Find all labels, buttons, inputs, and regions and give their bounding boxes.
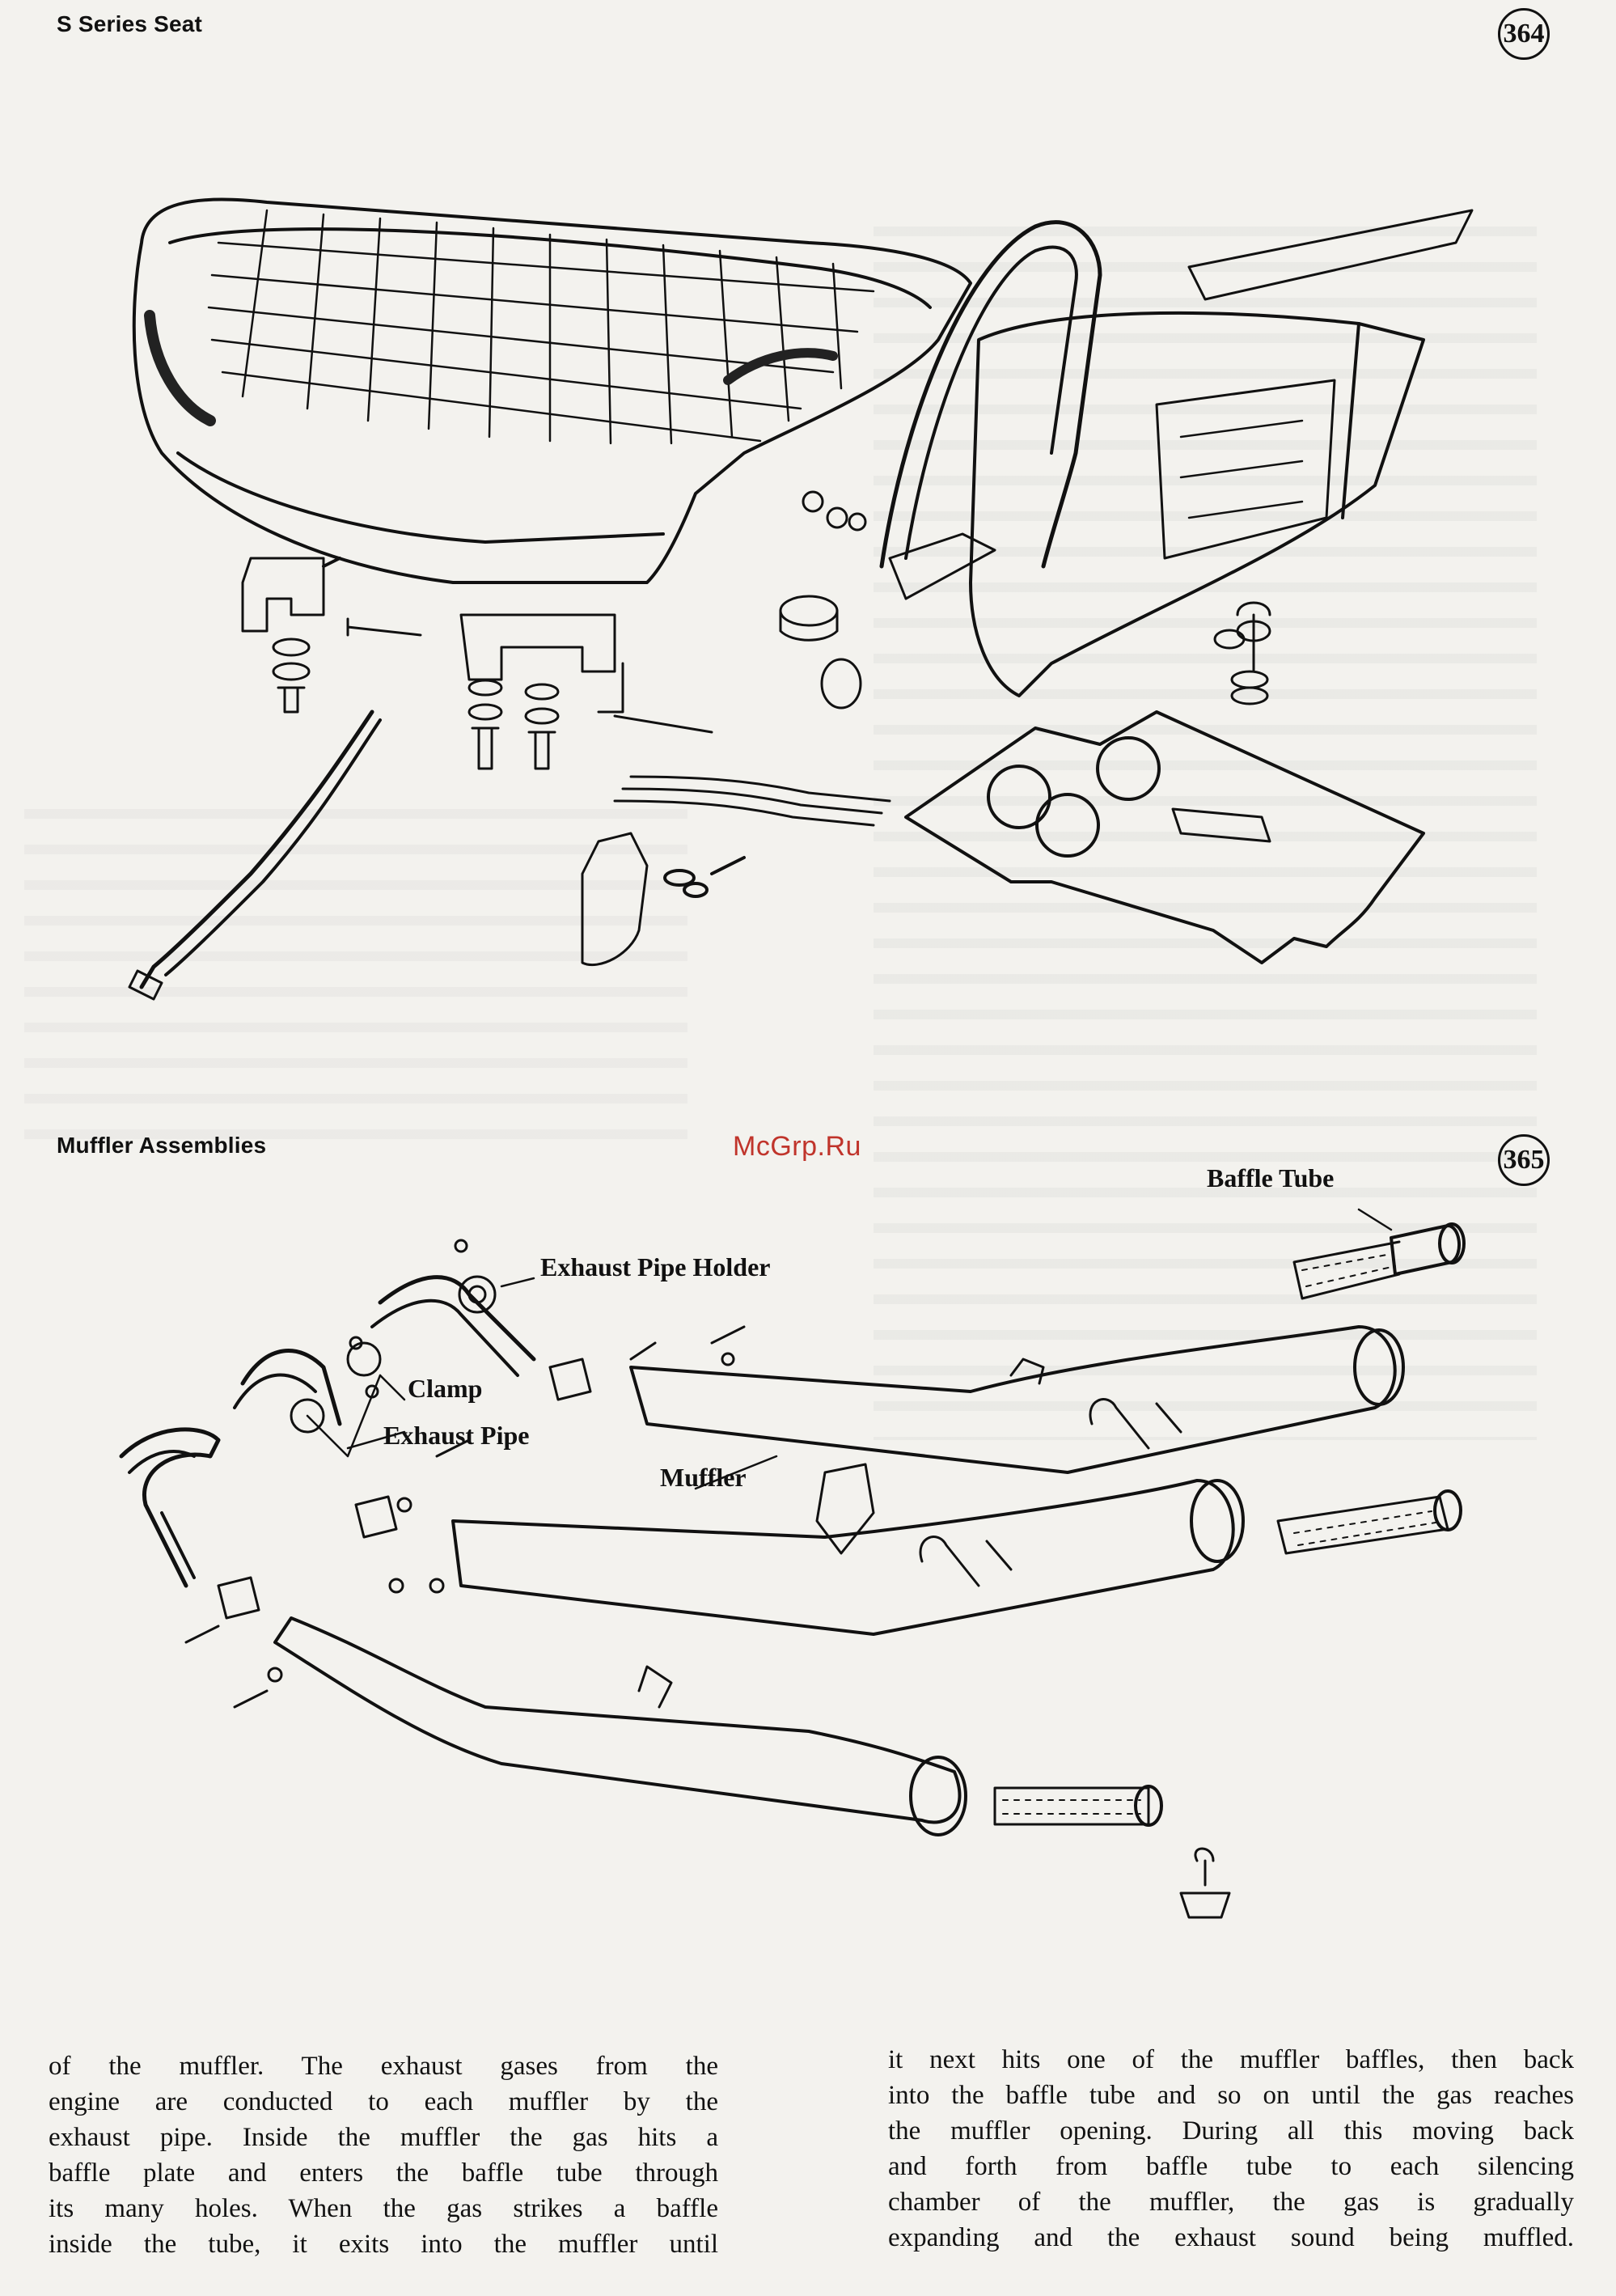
seat-figure-number: 364 xyxy=(1498,8,1550,60)
tail-cowl xyxy=(969,311,1425,697)
body-line: exhaust pipe. Inside the muffler the gas… xyxy=(49,2123,718,2152)
body-text-right-column: it next hits one of the muffler baffles,… xyxy=(888,2042,1574,2256)
exhaust-pipe-3 xyxy=(119,1427,221,1588)
seat-exploded-diagram xyxy=(128,197,1474,1001)
body-line: and forth from baffle tube to each silen… xyxy=(888,2152,1574,2181)
muffler-lower xyxy=(273,1616,962,1824)
body-line: it next hits one of the muffler baffles,… xyxy=(888,2045,1574,2074)
bleed-through-texture xyxy=(874,227,1537,1440)
watermark: McGrp.Ru xyxy=(733,1131,861,1162)
exhaust-pipe-holder-part xyxy=(458,1275,497,1314)
bleed-through-texture-left xyxy=(24,809,687,1157)
body-text-left-column: of the muffler. The exhaust gases from t… xyxy=(49,2048,718,2262)
baffle-tube-label: Baffle Tube xyxy=(1207,1163,1335,1192)
muffler-figure-title: Muffler Assemblies xyxy=(57,1133,267,1158)
muffler-middle xyxy=(451,1479,1235,1636)
grab-bar xyxy=(879,220,1102,569)
seat-cushion xyxy=(132,197,972,584)
baffle-tube-lower xyxy=(993,1786,1150,1826)
exhaust-pipe-label: Exhaust Pipe xyxy=(383,1421,530,1450)
seat-strap xyxy=(1187,209,1474,301)
seat-figure-title: S Series Seat xyxy=(57,11,203,36)
body-line: chamber of the muffler, the gas is gradu… xyxy=(888,2188,1574,2217)
body-line: the muffler opening. During all this mov… xyxy=(888,2116,1574,2146)
body-line: its many holes. When the gas strikes a b… xyxy=(49,2194,718,2223)
baffle-tube-top xyxy=(1390,1224,1462,1276)
exhaust-pipe-1 xyxy=(378,1275,536,1362)
seat-stay-bracket xyxy=(581,832,649,967)
body-line: inside the tube, it exits into the muffl… xyxy=(49,2230,718,2259)
exhaust-pipe-2 xyxy=(240,1349,342,1426)
muffler-figure-number: 365 xyxy=(1498,1134,1550,1186)
seat-bracket-left xyxy=(241,557,325,633)
seat-base-plate xyxy=(904,710,1425,964)
body-line: baffle plate and enters the baffle tube … xyxy=(49,2158,718,2188)
body-line: expanding and the exhaust sound being mu… xyxy=(888,2223,1574,2252)
body-line: into the baffle tube and so on until the… xyxy=(888,2081,1574,2110)
body-line: of the muffler. The exhaust gases from t… xyxy=(49,2052,718,2081)
muffler-label: Muffler xyxy=(660,1463,747,1492)
clamp-label: Clamp xyxy=(408,1374,483,1403)
seat-stay-left xyxy=(139,710,374,989)
body-line: engine are conducted to each muffler by … xyxy=(49,2087,718,2116)
muffler-top xyxy=(629,1325,1397,1474)
exhaust-pipe-holder-label: Exhaust Pipe Holder xyxy=(540,1252,771,1281)
